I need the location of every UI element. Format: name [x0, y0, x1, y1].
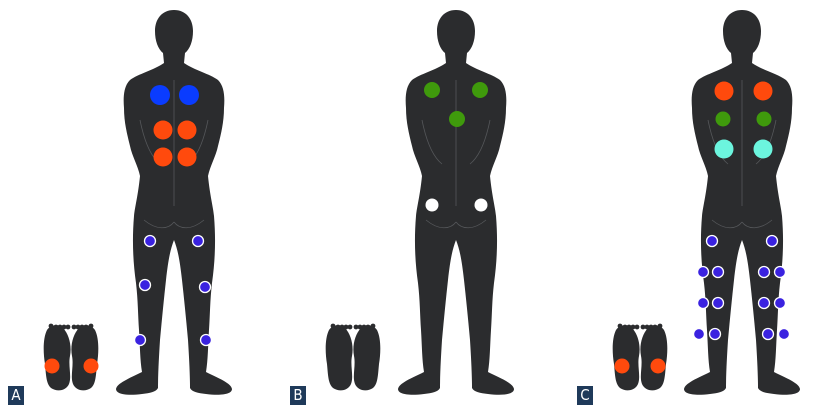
- leg-acupoint: [713, 267, 724, 278]
- leg-acupoint: [200, 282, 211, 293]
- leg-acupoint: [759, 298, 770, 309]
- figure-a: [116, 10, 232, 395]
- leg-acupoint: [775, 267, 786, 278]
- toe: [641, 325, 646, 330]
- foot-acupoint: [615, 359, 630, 374]
- leg-acupoint: [763, 329, 774, 340]
- toe: [331, 324, 336, 329]
- acupoint-cyan: [715, 140, 734, 159]
- foot-acupoint: [45, 359, 60, 374]
- feet-a: [44, 324, 99, 391]
- leg-acupoint: [767, 236, 778, 247]
- acupoint-green: [449, 111, 465, 127]
- acupoint-orange: [178, 148, 197, 167]
- leg-acupoint: [135, 335, 146, 346]
- left-foot: [613, 325, 640, 390]
- leg-acupoint: [193, 236, 204, 247]
- leg-acupoint: [145, 236, 156, 247]
- toe: [618, 324, 623, 329]
- acupoint-orange: [154, 121, 173, 140]
- toe: [49, 324, 54, 329]
- toe: [371, 324, 376, 329]
- acupoint-green: [424, 82, 440, 98]
- acupoint-blue: [150, 85, 170, 105]
- acupoint-orange: [715, 82, 734, 101]
- left-foot: [44, 325, 71, 390]
- acupoint-cyan: [754, 140, 773, 159]
- feet-b: [326, 324, 381, 391]
- leg-acupoint: [710, 329, 721, 340]
- acupoint-orange: [754, 82, 773, 101]
- toe: [348, 325, 353, 330]
- foot-acupoint: [651, 359, 666, 374]
- acupoint-green: [472, 82, 488, 98]
- leg-acupoint: [707, 236, 718, 247]
- acupoint-green: [757, 112, 772, 127]
- acupoint-white: [426, 199, 439, 212]
- toe: [354, 325, 359, 330]
- leg-acupoint: [201, 335, 212, 346]
- toe: [66, 325, 71, 330]
- toe: [89, 324, 94, 329]
- foot-acupoint: [84, 359, 99, 374]
- leg-acupoint: [713, 298, 724, 309]
- toe: [635, 325, 640, 330]
- leg-acupoint: [759, 267, 770, 278]
- leg-acupoint: [698, 267, 709, 278]
- leg-acupoint: [140, 280, 151, 291]
- leg-acupoint: [698, 298, 709, 309]
- acupoint-orange: [154, 148, 173, 167]
- toe: [72, 325, 77, 330]
- panel-label-b: B: [290, 386, 306, 405]
- leg-acupoint: [779, 329, 790, 340]
- figure-b: [398, 10, 514, 395]
- right-foot: [71, 325, 98, 390]
- toe: [658, 324, 663, 329]
- panel-label-a: A: [8, 386, 24, 405]
- leg-acupoint: [775, 298, 786, 309]
- acupoint-blue: [179, 85, 199, 105]
- figure-c: [684, 10, 800, 395]
- leg-acupoint: [694, 329, 705, 340]
- acupoint-orange: [178, 121, 197, 140]
- right-foot: [640, 325, 667, 390]
- left-foot: [326, 325, 353, 390]
- feet-c: [613, 324, 668, 391]
- panel-label-c: C: [577, 386, 593, 405]
- acupoint-white: [475, 199, 488, 212]
- right-foot: [353, 325, 380, 390]
- acupoint-green: [716, 112, 731, 127]
